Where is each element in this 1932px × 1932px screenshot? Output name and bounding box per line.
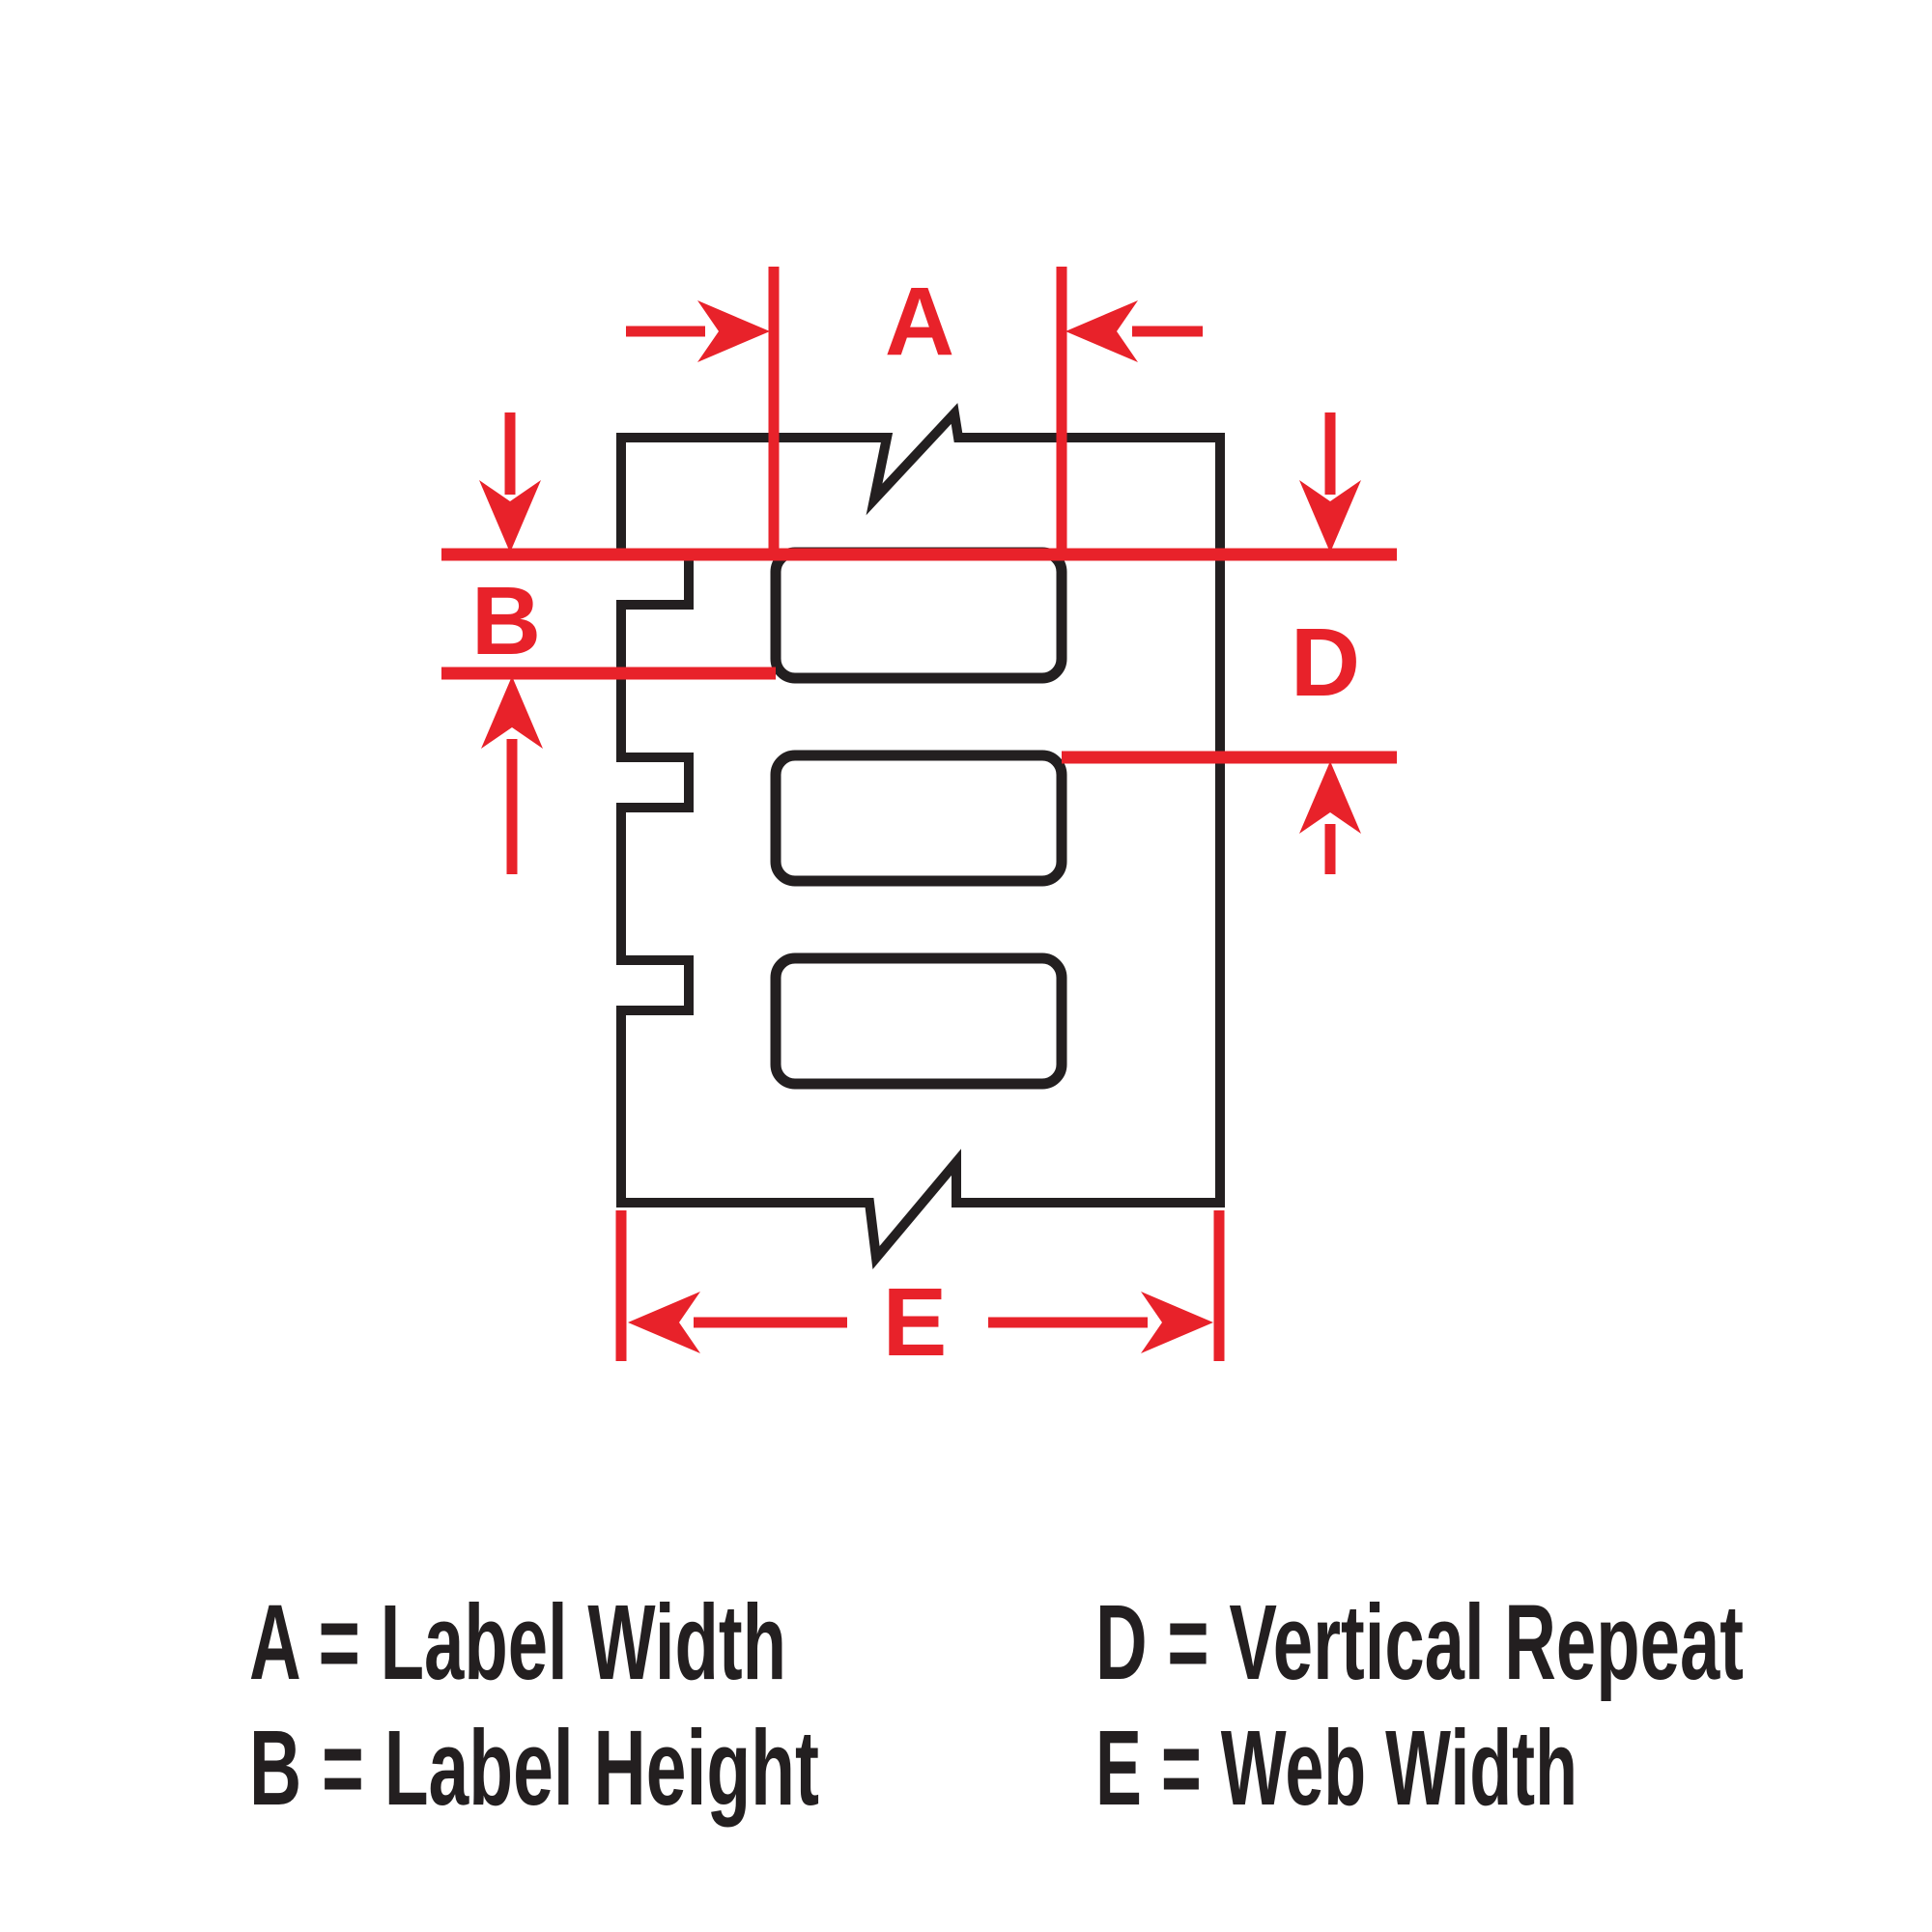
legend-entry-e: E = Web Width [1095, 1709, 1577, 1828]
e-arrow-left-head [628, 1292, 700, 1353]
b-arrow-down [479, 412, 541, 553]
die-cut-label-3 [770, 952, 1067, 1090]
d-arrow-down [1299, 412, 1361, 553]
die-cut-label-1 [770, 547, 1067, 684]
e-arrow-left [628, 1292, 847, 1353]
legend-entry-d: D = Vertical Repeat [1095, 1583, 1744, 1702]
web-outline-group [616, 403, 1225, 1270]
a-arrow-right-head [1065, 300, 1138, 362]
dim-letter-b: B [471, 567, 541, 675]
a-arrow-left [626, 300, 770, 362]
dim-letter-a: A [885, 268, 954, 376]
dimension-arrows-group [479, 300, 1361, 1353]
d-arrow-up-head [1299, 761, 1361, 834]
web-outline [616, 403, 1225, 1270]
dimension-letters-group: A B D E [471, 268, 1360, 1377]
die-cut-label-2 [770, 750, 1067, 887]
d-arrow-up [1299, 761, 1361, 874]
b-arrow-up-head [481, 676, 543, 749]
dimension-lines-group [441, 267, 1397, 1361]
legend-entry-b: B = Label Height [249, 1709, 819, 1828]
a-arrow-right [1065, 300, 1203, 362]
legend: A = Label Width B = Label Height D = Ver… [249, 1583, 1744, 1828]
b-arrow-up [481, 676, 543, 874]
d-arrow-down-head [1299, 480, 1361, 553]
e-arrow-right-head [1141, 1292, 1213, 1353]
dim-letter-e: E [883, 1268, 948, 1377]
b-arrow-down-head [479, 480, 541, 553]
legend-entry-a: A = Label Width [249, 1583, 786, 1702]
e-arrow-right [988, 1292, 1213, 1353]
a-arrow-left-head [697, 300, 770, 362]
dim-letter-d: D [1291, 609, 1360, 717]
